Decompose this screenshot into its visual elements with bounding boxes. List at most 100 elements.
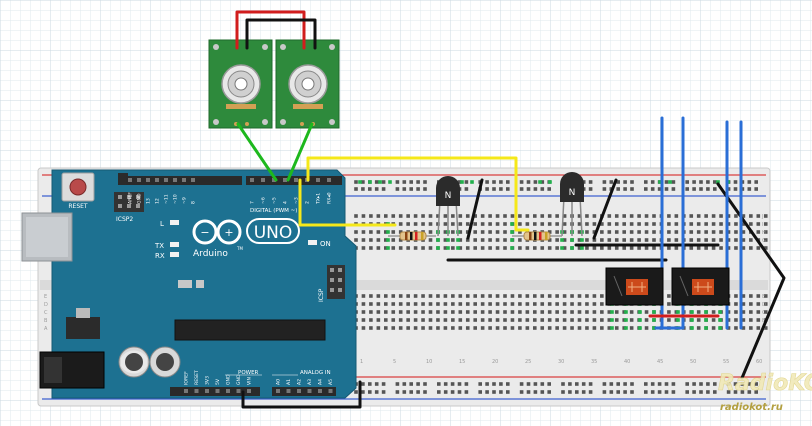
- breadboard-hole: [409, 187, 413, 191]
- breadboard-hole: [465, 302, 470, 306]
- breadboard-hole: [428, 310, 433, 314]
- breadboard-hole-connected: [456, 238, 460, 242]
- breadboard-hole: [704, 230, 708, 234]
- breadboard-hole: [451, 230, 455, 234]
- breadboard-hole: [689, 222, 694, 226]
- row-letter: A: [44, 326, 48, 332]
- breadboard-hole: [733, 187, 738, 191]
- breadboard-hole: [747, 382, 752, 386]
- header-pin: [146, 178, 150, 182]
- breadboard-hole: [398, 238, 403, 242]
- breadboard-hole: [719, 214, 723, 218]
- breadboard-hole: [510, 318, 515, 322]
- breadboard-hole: [381, 390, 386, 394]
- breadboard-hole: [368, 382, 372, 386]
- column-number: 45: [657, 359, 663, 365]
- breadboard-hole-connected: [358, 180, 362, 184]
- voltage-regulator: [66, 317, 100, 339]
- breadboard-hole: [495, 318, 500, 322]
- breadboard-hole: [533, 187, 538, 191]
- breadboard-hole-connected: [668, 180, 672, 184]
- breadboard-hole: [361, 302, 366, 306]
- breadboard-hole: [706, 390, 710, 394]
- breadboard-hole: [458, 230, 463, 234]
- breadboard-hole: [561, 382, 565, 386]
- pin-label: A1: [286, 379, 292, 385]
- breadboard-hole: [413, 302, 418, 306]
- breadboard-hole: [503, 326, 507, 330]
- breadboard-hole: [629, 230, 634, 234]
- pin-label: 7: [250, 201, 256, 204]
- breadboard-hole: [540, 246, 545, 250]
- wire-green-sensor-left: [236, 122, 278, 182]
- breadboard-hole-connected: [718, 326, 722, 330]
- breadboard-hole: [706, 187, 710, 191]
- center-groove: [40, 280, 768, 290]
- breadboard-hole: [600, 222, 604, 226]
- breadboard-hole: [585, 302, 589, 306]
- breadboard-hole: [406, 326, 410, 330]
- breadboard-hole: [368, 187, 372, 191]
- breadboard-hole: [465, 326, 470, 330]
- breadboard-hole: [713, 382, 717, 386]
- breadboard-hole: [622, 230, 626, 234]
- wire-black-arduino-gnd: [241, 380, 362, 409]
- breadboard-hole: [518, 294, 522, 298]
- pin-label: A0: [276, 379, 282, 385]
- header-pin: [173, 178, 177, 182]
- breadboard-hole: [480, 222, 485, 226]
- breadboard-hole: [577, 246, 582, 250]
- breadboard-hole-connected: [570, 246, 574, 250]
- header-pin: [127, 204, 131, 208]
- breadboard-hole: [443, 222, 448, 226]
- breadboard-hole: [488, 302, 492, 306]
- breadboard-hole: [421, 318, 425, 322]
- wire-blue-2: [654, 116, 685, 330]
- breadboard-hole: [623, 187, 627, 191]
- breadboard-hole: [577, 302, 582, 306]
- breadboard-hole: [492, 187, 496, 191]
- breadboard-hole: [711, 214, 716, 218]
- breadboard-hole: [547, 294, 552, 298]
- breadboard-hole: [689, 246, 694, 250]
- breadboard-hole: [369, 302, 373, 306]
- breadboard-hole: [480, 302, 485, 306]
- breadboard-hole: [644, 214, 649, 218]
- breadboard-hole: [406, 222, 410, 226]
- breadboard-hole: [592, 302, 597, 306]
- breadboard-hole: [458, 222, 463, 226]
- row-letter: C: [762, 310, 766, 316]
- breadboard-hole: [436, 326, 440, 330]
- breadboard-hole-connected: [386, 246, 390, 250]
- breadboard-hole: [734, 302, 738, 306]
- breadboard-hole: [726, 187, 731, 191]
- breadboard-hole: [600, 310, 604, 314]
- breadboard-hole-connected: [510, 230, 514, 234]
- breadboard-hole: [749, 246, 753, 250]
- breadboard-hole: [499, 390, 503, 394]
- breadboard-hole: [664, 180, 669, 184]
- breadboard-hole: [443, 310, 448, 314]
- breadboard-hole: [525, 214, 530, 218]
- breadboard-hole: [384, 310, 388, 314]
- relay-module-1: [605, 267, 664, 306]
- led-rx-label: RX: [155, 252, 165, 260]
- breadboard-hole: [667, 302, 671, 306]
- breadboard-hole: [406, 310, 410, 314]
- breadboard-hole: [518, 310, 522, 314]
- breadboard-hole: [749, 318, 753, 322]
- breadboard-hole: [664, 390, 669, 394]
- breadboard-hole: [451, 326, 455, 330]
- breadboard-hole: [464, 390, 469, 394]
- breadboard-hole: [451, 246, 455, 250]
- pin-label: 3V3: [205, 376, 211, 385]
- breadboard-hole: [381, 187, 386, 191]
- breadboard-hole: [704, 222, 708, 226]
- breadboard-hole: [428, 326, 433, 330]
- breadboard-hole: [570, 310, 574, 314]
- breadboard-hole: [361, 180, 365, 184]
- breadboard-hole: [519, 180, 524, 184]
- breadboard-hole: [398, 310, 403, 314]
- pin-label: GND: [226, 374, 232, 385]
